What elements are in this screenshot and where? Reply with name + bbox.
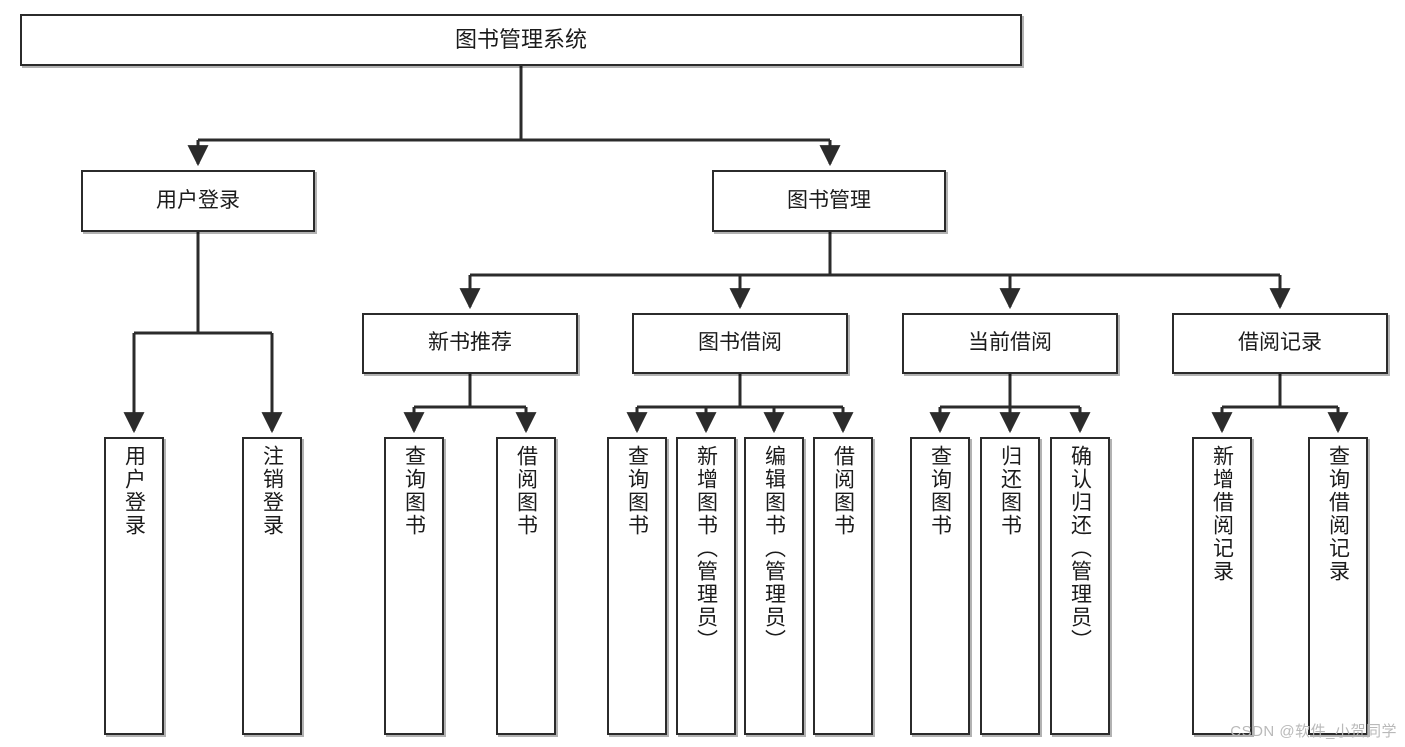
node-label: 借阅图书 [514,445,538,537]
node-label: 图书管理系统 [454,27,587,53]
leaf-new-book-borrow-book[interactable]: 借阅图书 [496,437,556,735]
node-label: 图书管理 [787,188,871,212]
leaf-book-borrow-edit-book-admin[interactable]: 编辑图书（管理员） [744,437,804,735]
node-label: 查询图书 [928,445,952,537]
node-user-login[interactable]: 用户登录 [81,170,315,232]
node-book-management[interactable]: 图书管理 [712,170,946,232]
node-label: 确认归还（管理员） [1068,445,1092,652]
leaf-borrow-record-add-record[interactable]: 新增借阅记录 [1192,437,1252,735]
leaf-user-login-logout[interactable]: 注销登录 [242,437,302,735]
node-label: 当前借阅 [968,331,1052,355]
node-label: 查询图书 [625,445,649,537]
node-label: 归还图书 [998,445,1022,537]
leaf-book-borrow-query-book[interactable]: 查询图书 [607,437,667,735]
node-label: 借阅图书 [831,445,855,537]
leaf-current-borrow-return-book[interactable]: 归还图书 [980,437,1040,735]
node-label: 借阅记录 [1238,331,1322,355]
leaf-book-borrow-borrow-book[interactable]: 借阅图书 [813,437,873,735]
leaf-current-borrow-query-book[interactable]: 查询图书 [910,437,970,735]
leaf-borrow-record-query-record[interactable]: 查询借阅记录 [1308,437,1368,735]
node-label: 查询借阅记录 [1326,445,1350,583]
node-label: 用户登录 [156,188,240,212]
node-label: 新增图书（管理员） [694,445,718,652]
leaf-current-borrow-confirm-return-admin[interactable]: 确认归还（管理员） [1050,437,1110,735]
watermark-text: CSDN @软件_小贺同学 [1230,723,1397,740]
leaf-user-login-login[interactable]: 用户登录 [104,437,164,735]
node-label: 新书推荐 [428,331,512,355]
node-label: 查询图书 [402,445,426,537]
node-label: 注销登录 [260,445,284,537]
node-current-borrow[interactable]: 当前借阅 [902,313,1118,374]
leaf-new-book-query-book[interactable]: 查询图书 [384,437,444,735]
node-label: 图书借阅 [698,331,782,355]
node-root-book-management-system[interactable]: 图书管理系统 [20,14,1022,66]
node-borrow-record[interactable]: 借阅记录 [1172,313,1388,374]
node-new-book-recommend[interactable]: 新书推荐 [362,313,578,374]
node-book-borrow[interactable]: 图书借阅 [632,313,848,374]
node-label: 编辑图书（管理员） [762,445,786,652]
leaf-book-borrow-add-book-admin[interactable]: 新增图书（管理员） [676,437,736,735]
node-label: 用户登录 [122,445,146,537]
node-label: 新增借阅记录 [1210,445,1234,583]
